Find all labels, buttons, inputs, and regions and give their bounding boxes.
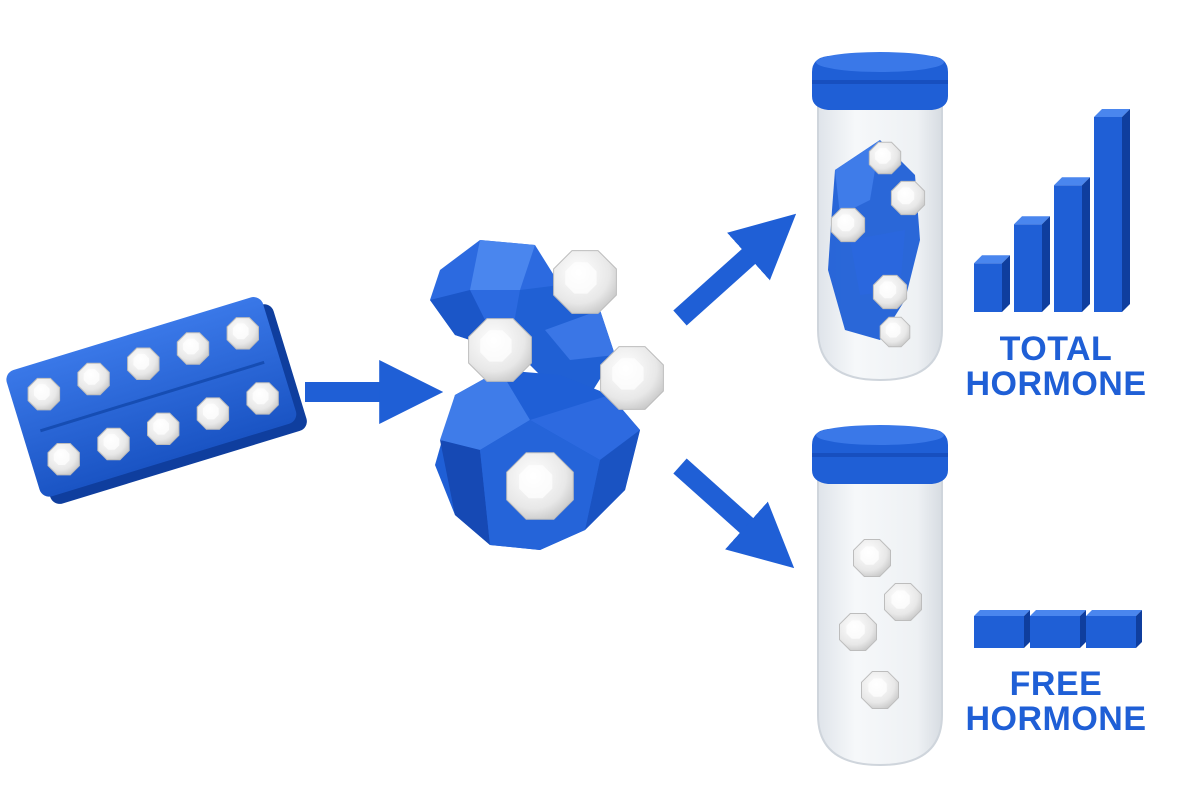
- free-hormone-icon: [861, 671, 899, 709]
- blister-pill-icon: [246, 382, 279, 415]
- blister-pill-icon: [77, 362, 110, 396]
- flat-level-blocks-icon: [974, 610, 1142, 648]
- arrow-up-right-icon: [673, 213, 797, 326]
- level-bar: [1054, 177, 1090, 312]
- blister-pill-icon: [47, 443, 80, 476]
- free-hormone-line1: FREE: [1009, 665, 1103, 703]
- free-hormone-line2: HORMONE: [965, 700, 1147, 738]
- sample-tube-total-icon: [812, 52, 948, 382]
- bound-hormone-icon: [868, 141, 902, 175]
- free-hormone-icon: [853, 539, 891, 577]
- bound-hormone-icon: [830, 207, 866, 243]
- level-bar: [1094, 109, 1130, 312]
- bound-hormone-icon: [600, 346, 664, 410]
- blister-pill-icon: [147, 412, 180, 445]
- free-hormone-icon: [884, 583, 922, 621]
- blister-pill-icon: [226, 317, 259, 350]
- total-hormone-label: TOTAL HORMONE: [946, 332, 1166, 402]
- bound-hormone-icon: [553, 250, 617, 314]
- protein-bound-hormone-icon: [430, 240, 664, 550]
- free-hormone-label: FREE HORMONE: [946, 667, 1166, 737]
- level-block: [974, 610, 1030, 648]
- blister-pill-icon: [196, 397, 230, 430]
- blister-pill-icon: [27, 377, 61, 411]
- level-bar: [974, 255, 1010, 312]
- level-bar: [1014, 216, 1050, 312]
- arrow-down-right-icon: [673, 458, 795, 569]
- total-hormone-line2: HORMONE: [965, 365, 1147, 403]
- rising-bar-chart-icon: [974, 109, 1130, 312]
- free-hormone-icon: [839, 613, 877, 651]
- level-block: [1030, 610, 1086, 648]
- level-block: [1086, 610, 1142, 648]
- blister-pill-icon: [127, 347, 160, 380]
- bound-hormone-icon: [506, 452, 574, 520]
- bound-hormone-icon: [890, 180, 926, 216]
- total-hormone-line1: TOTAL: [999, 330, 1113, 368]
- bound-hormone-icon: [879, 316, 911, 348]
- pill-blister-pack-icon: [6, 297, 307, 504]
- bound-hormone-icon: [468, 318, 532, 382]
- blister-pill-icon: [176, 332, 210, 365]
- sample-tube-free-icon: [812, 425, 948, 767]
- bound-hormone-icon: [872, 274, 908, 310]
- blister-pill-icon: [97, 427, 130, 461]
